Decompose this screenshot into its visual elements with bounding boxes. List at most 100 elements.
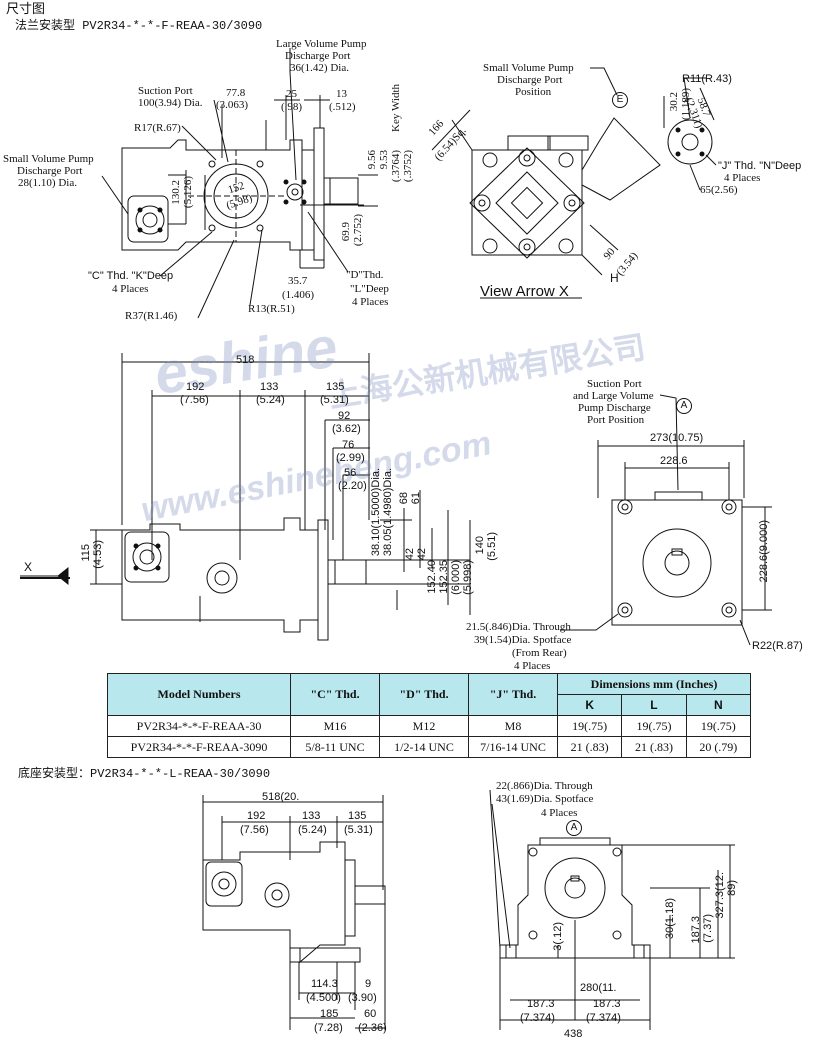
table-subheader-row: K L N bbox=[108, 694, 752, 716]
small-port-pos-line3: Position bbox=[515, 86, 552, 98]
r11-label: R11(R.43) bbox=[682, 73, 732, 85]
mid-dim-152-35: 152.35 bbox=[438, 560, 450, 594]
mid-dim-61: 61 bbox=[410, 492, 422, 505]
mid-dim-2-99: (2.99) bbox=[336, 452, 365, 464]
foot-dim-7-56: (7.56) bbox=[240, 824, 269, 836]
small-port-line3: 28(1.10) Dia. bbox=[18, 177, 77, 189]
foot-dim-5-24: (5.24) bbox=[298, 824, 327, 836]
dim-69-9: 69.9 bbox=[340, 222, 352, 242]
cell-c: 5/8-11 UNC bbox=[290, 736, 380, 758]
r17-label: R17(R.67) bbox=[134, 122, 181, 134]
large-port-line3: 36(1.42) Dia. bbox=[290, 62, 349, 74]
foot-dim-185: 185 bbox=[320, 1008, 339, 1020]
dim-3764: (.3764) bbox=[390, 150, 402, 183]
th-model: Model Numbers bbox=[107, 673, 291, 716]
mark-h: H bbox=[610, 271, 619, 285]
foot-through-line3: 4 Places bbox=[541, 807, 578, 819]
cell-n: 19(.75) bbox=[685, 715, 752, 737]
dim-2-752: (2.752) bbox=[352, 214, 364, 247]
suction-pos-line2: and Large Volume bbox=[573, 390, 654, 402]
dim-9-53: 9.53 bbox=[378, 150, 390, 170]
l-four-places: 4 Places bbox=[352, 296, 389, 308]
suction-port-line1: Suction Port bbox=[138, 85, 193, 97]
th-d-thd: "D" Thd. bbox=[379, 673, 469, 716]
c-thd-label: "C" Thd. "K"Deep bbox=[88, 270, 174, 282]
through-line1: 21.5(.846)Dia. Through bbox=[466, 621, 571, 633]
pump-arrow-x-view bbox=[431, 67, 717, 299]
foot-dim-3: 3(.12) bbox=[552, 922, 564, 951]
mid-dim-76: 76 bbox=[342, 439, 355, 451]
cell-l: 21 (.83) bbox=[621, 736, 687, 758]
foot-dim-9: 9 bbox=[365, 978, 372, 990]
mid-dim-42-a: 42 bbox=[404, 548, 416, 561]
mid-dim-192: 192 bbox=[186, 381, 205, 393]
r22-label: R22(R.87) bbox=[752, 640, 803, 652]
foot-dim-192: 192 bbox=[247, 810, 266, 822]
cell-c: M16 bbox=[290, 715, 380, 737]
th-c-thd: "C" Thd. bbox=[290, 673, 380, 716]
foot-dim-89: 89) bbox=[726, 880, 738, 896]
mid-dim-115: 115 bbox=[80, 544, 92, 562]
mid-dim-518: 518 bbox=[236, 354, 255, 366]
pump-front-view bbox=[560, 394, 772, 646]
mid-dim-140: 140 bbox=[474, 536, 486, 555]
foot-dim-187-3a: 187.3 bbox=[527, 998, 555, 1010]
foot-dim-5-31: (5.31) bbox=[344, 824, 373, 836]
mid-dim-4-53: (4.53) bbox=[92, 540, 104, 569]
dim-5-126: (5.126) bbox=[182, 176, 194, 209]
suction-pos-line3: Pump Discharge bbox=[578, 402, 651, 414]
pump-middle-side-view bbox=[20, 353, 471, 641]
pump-top-side-view bbox=[101, 48, 378, 319]
mid-dim-3-62: (3.62) bbox=[332, 423, 361, 435]
dim-13: 13 bbox=[336, 88, 347, 100]
mid-dim-135: 135 bbox=[326, 381, 345, 393]
mid-dim-152-40: 152.40 bbox=[426, 560, 438, 594]
cell-n: 20 (.79) bbox=[685, 736, 752, 758]
foot-dim-518: 518(20. bbox=[262, 791, 300, 803]
table-row: PV2R34-*-*-F-REAA-3090 5/8-11 UNC 1/2-14… bbox=[107, 736, 752, 758]
table-header-row: Model Numbers "C" Thd. "D" Thd. "J" Thd.… bbox=[107, 673, 751, 716]
r37-label: R37(R1.46) bbox=[125, 310, 178, 322]
foot-dim-3-90: (3.90) bbox=[348, 992, 377, 1004]
foot-dim-114-3: 114.3 bbox=[311, 978, 338, 990]
th-n: N bbox=[685, 694, 752, 716]
th-dimensions: Dimensions mm (Inches) bbox=[557, 673, 751, 695]
table-row: PV2R34-*-*-F-REAA-30 M16 M12 M8 19(.75) … bbox=[107, 715, 752, 737]
cell-model: PV2R34-*-*-F-REAA-3090 bbox=[107, 736, 291, 758]
dim-512: (.512) bbox=[329, 101, 356, 113]
th-l: L bbox=[621, 694, 687, 716]
l-deep-label: "L"Deep bbox=[350, 283, 389, 295]
mid-dim-2-20: (2.20) bbox=[338, 480, 367, 492]
large-port-line1: Large Volume Pump bbox=[276, 38, 367, 50]
front-mark-a: A bbox=[676, 398, 692, 414]
foot-dim-187-3v: 187.3 bbox=[690, 916, 702, 944]
through-line2: 39(1.54)Dia. Spotface bbox=[474, 634, 572, 646]
th-k: K bbox=[556, 694, 623, 716]
suction-port-line2: 100(3.94) Dia. bbox=[138, 97, 203, 109]
shaft-dia-2: 38.05(1.4980)Dia. bbox=[382, 468, 394, 557]
dim-30-2: 30.2 bbox=[668, 92, 680, 112]
foot-dim-133: 133 bbox=[302, 810, 321, 822]
key-width-label: Key Width bbox=[390, 84, 402, 132]
mid-dim-92: 92 bbox=[338, 410, 351, 422]
flange-section-title: 法兰安装型 PV2R34-*-*-F-REAA-30/3090 bbox=[15, 19, 263, 33]
mid-dim-5-31: (5.31) bbox=[320, 394, 349, 406]
cell-k: 21 (.83) bbox=[556, 736, 623, 758]
foot-dim-7-28: (7.28) bbox=[314, 1022, 343, 1034]
suction-pos-line1: Suction Port bbox=[587, 378, 642, 390]
foot-dim-280: 280(11. bbox=[580, 982, 617, 994]
foot-dim-135: 135 bbox=[348, 810, 367, 822]
small-port-line2: Discharge Port bbox=[17, 165, 83, 177]
cell-j: 7/16-14 UNC bbox=[468, 736, 558, 758]
view-x-mark: X bbox=[24, 560, 33, 574]
dim-9-56: 9.56 bbox=[366, 150, 378, 170]
foot-dim-4-500: (4.500) bbox=[306, 992, 341, 1004]
mid-dim-56: 56 bbox=[344, 467, 357, 479]
mark-e: E bbox=[612, 92, 628, 108]
c-four-places: 4 Places bbox=[112, 283, 149, 295]
mid-dim-5-24: (5.24) bbox=[256, 394, 285, 406]
foot-dim-30: 30(1.18) bbox=[664, 898, 676, 939]
foot-front-view bbox=[489, 789, 735, 1030]
foot-dim-438: 438 bbox=[564, 1028, 583, 1040]
foot-side-view bbox=[202, 795, 386, 1030]
